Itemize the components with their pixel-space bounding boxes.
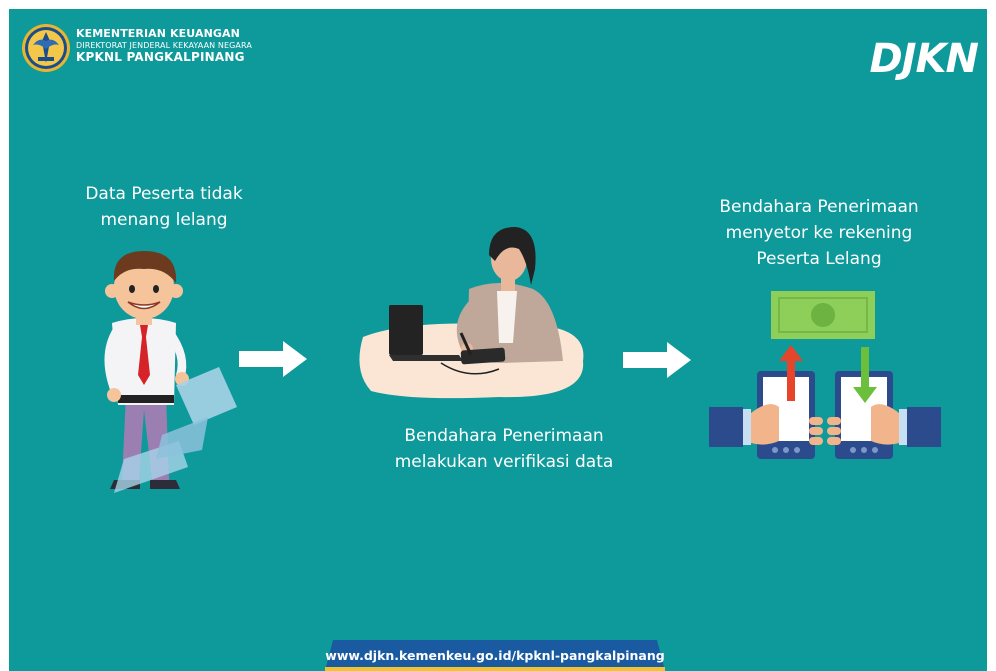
woman-at-laptop-icon	[359, 227, 584, 399]
step-2-line: Bendahara Penerimaan	[404, 426, 604, 446]
step-1-caption: Data Peserta tidak menang lelang	[44, 181, 284, 233]
step-3-line: Peserta Lelang	[756, 249, 882, 269]
step-1-line: menang lelang	[100, 210, 228, 230]
footer-tab	[325, 640, 665, 671]
man-holding-document-icon	[104, 251, 237, 493]
phone-money-transfer-icon	[709, 291, 941, 459]
ministry-name: KEMENTERIAN KEUANGAN	[76, 27, 240, 40]
flow-arrow-icon	[239, 341, 307, 377]
step-2-caption: Bendahara Penerimaan melakukan verifikas…	[339, 423, 669, 475]
directorate-name: DIREKTORAT JENDERAL KEKAYAAN NEGARA	[76, 41, 252, 50]
website-url[interactable]: www.djkn.kemenkeu.go.id/kpknl-pangkalpin…	[325, 648, 665, 663]
step-1-line: Data Peserta tidak	[85, 184, 243, 204]
step-3-line: menyetor ke rekening	[725, 223, 913, 243]
ministry-seal-icon	[22, 24, 70, 72]
step-3-line: Bendahara Penerimaan	[719, 197, 919, 217]
step-3-caption: Bendahara Penerimaan menyetor ke rekenin…	[674, 194, 964, 272]
infographic-canvas: KEMENTERIAN KEUANGAN DIREKTORAT JENDERAL…	[9, 9, 987, 671]
step-2-line: melakukan verifikasi data	[394, 452, 614, 472]
flow-arrow-icon	[623, 342, 691, 378]
brand-logo: DJKN	[869, 36, 979, 82]
office-name: KPKNL PANGKALPINANG	[76, 50, 245, 64]
organization-name: KEMENTERIAN KEUANGAN DIREKTORAT JENDERAL…	[76, 27, 252, 64]
